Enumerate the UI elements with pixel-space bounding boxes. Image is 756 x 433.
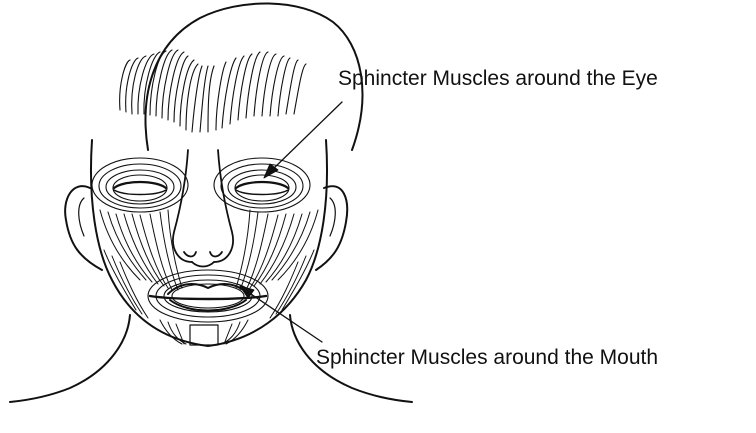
mouth-muscles-label: Sphincter Muscles around the Mouth — [316, 347, 658, 368]
left-eye-lid — [114, 182, 166, 188]
right-cheek-fibers — [236, 210, 318, 318]
left-eye-sphincter — [92, 158, 188, 212]
right-eye-lash — [236, 190, 288, 195]
right-eye-lid — [236, 182, 288, 188]
chin-pad — [190, 325, 218, 345]
right-ear-inner — [330, 198, 335, 236]
left-eye-lash — [114, 190, 166, 195]
neck-left — [10, 315, 130, 402]
left-ear-inner — [79, 198, 84, 236]
eye-leader-line — [272, 102, 342, 170]
nose — [173, 150, 233, 267]
left-cheek-fibers — [100, 210, 182, 318]
eye-muscles-label: Sphincter Muscles around the Eye — [338, 68, 658, 89]
right-eye-sphincter — [214, 158, 310, 212]
head-outline — [146, 3, 363, 150]
